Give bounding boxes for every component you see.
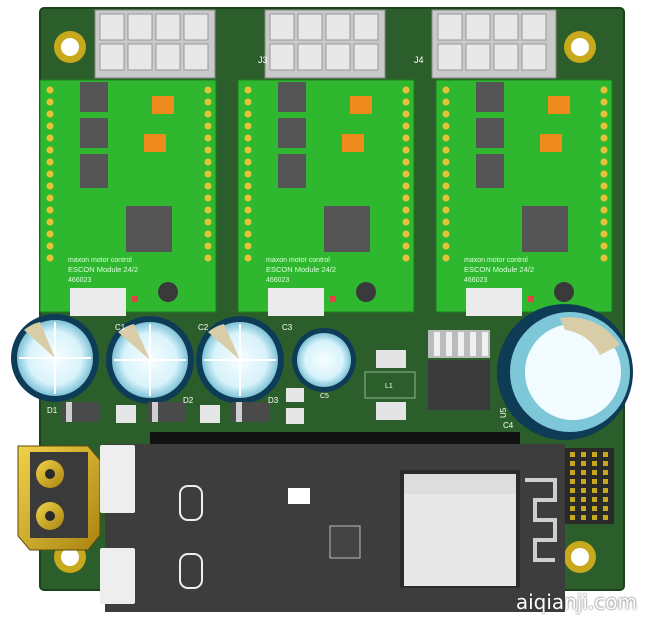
header-pin [581,506,586,511]
header-pin [570,470,575,475]
ref-l1: L1 [385,383,393,390]
header-pin [570,461,575,466]
module-text-line2: ESCON Module 24/2 [68,265,138,274]
ref-c3: C3 [282,323,293,332]
header-pin [592,488,597,493]
module-text-line3: 466023 [266,277,289,284]
header-pin [570,479,575,484]
header-pin [581,452,586,457]
header-pin [603,497,608,502]
header-pin [581,479,586,484]
header-pin [592,452,597,457]
ref-j4: J4 [414,55,424,65]
header-pin [603,515,608,520]
diodes-row [62,388,304,424]
connector-j2 [94,9,216,79]
header-pin [603,452,608,457]
capacitor-c5 [292,328,356,392]
header-pin [592,461,597,466]
module-text-line1: maxon motor control [266,257,330,264]
ref-c5: C5 [320,393,329,400]
ref-d2: D2 [183,396,194,405]
header-pin [603,506,608,511]
connector-j4 [431,9,557,79]
header-pin [592,515,597,520]
module-text-line1: maxon motor control [68,257,132,264]
power-connector [17,445,101,551]
header-pin [581,470,586,475]
header-pin [603,479,608,484]
header-pin [603,461,608,466]
capacitor-c2 [106,316,194,404]
module-text-line2: ESCON Module 24/2 [266,265,336,274]
ref-d1: D1 [47,406,58,415]
header-pin [570,506,575,511]
header-pin [570,452,575,457]
ref-d3: D3 [268,396,279,405]
capacitor-c4 [497,304,633,440]
ref-j3: J3 [258,55,268,65]
module-text-line1: maxon motor control [464,257,528,264]
header-pin [570,515,575,520]
header-pin [592,497,597,502]
header-pin [581,497,586,502]
regulator-area [364,330,490,420]
capacitor-c3 [196,316,284,404]
ref-c2: C2 [198,323,209,332]
header-pin [570,497,575,502]
header-pin [603,470,608,475]
header-pin [570,488,575,493]
header-strip [150,432,520,444]
pin-header-right [564,448,614,524]
header-pin [592,470,597,475]
ref-u5: U5 [499,407,508,418]
capacitor-c1 [11,314,99,402]
header-pin [581,488,586,493]
module-text-line3: 466023 [464,277,487,284]
ref-c4: C4 [503,421,514,430]
header-pin [603,488,608,493]
esp32-board [100,444,565,612]
watermark: aiqianji.com [515,590,637,614]
header-pin [581,461,586,466]
ref-c1: C1 [115,323,126,332]
connector-j3 [264,9,386,79]
module-text-line3: 466023 [68,277,91,284]
module-text-line2: ESCON Module 24/2 [464,265,534,274]
header-pin [581,515,586,520]
header-pin [592,506,597,511]
header-pin [592,479,597,484]
